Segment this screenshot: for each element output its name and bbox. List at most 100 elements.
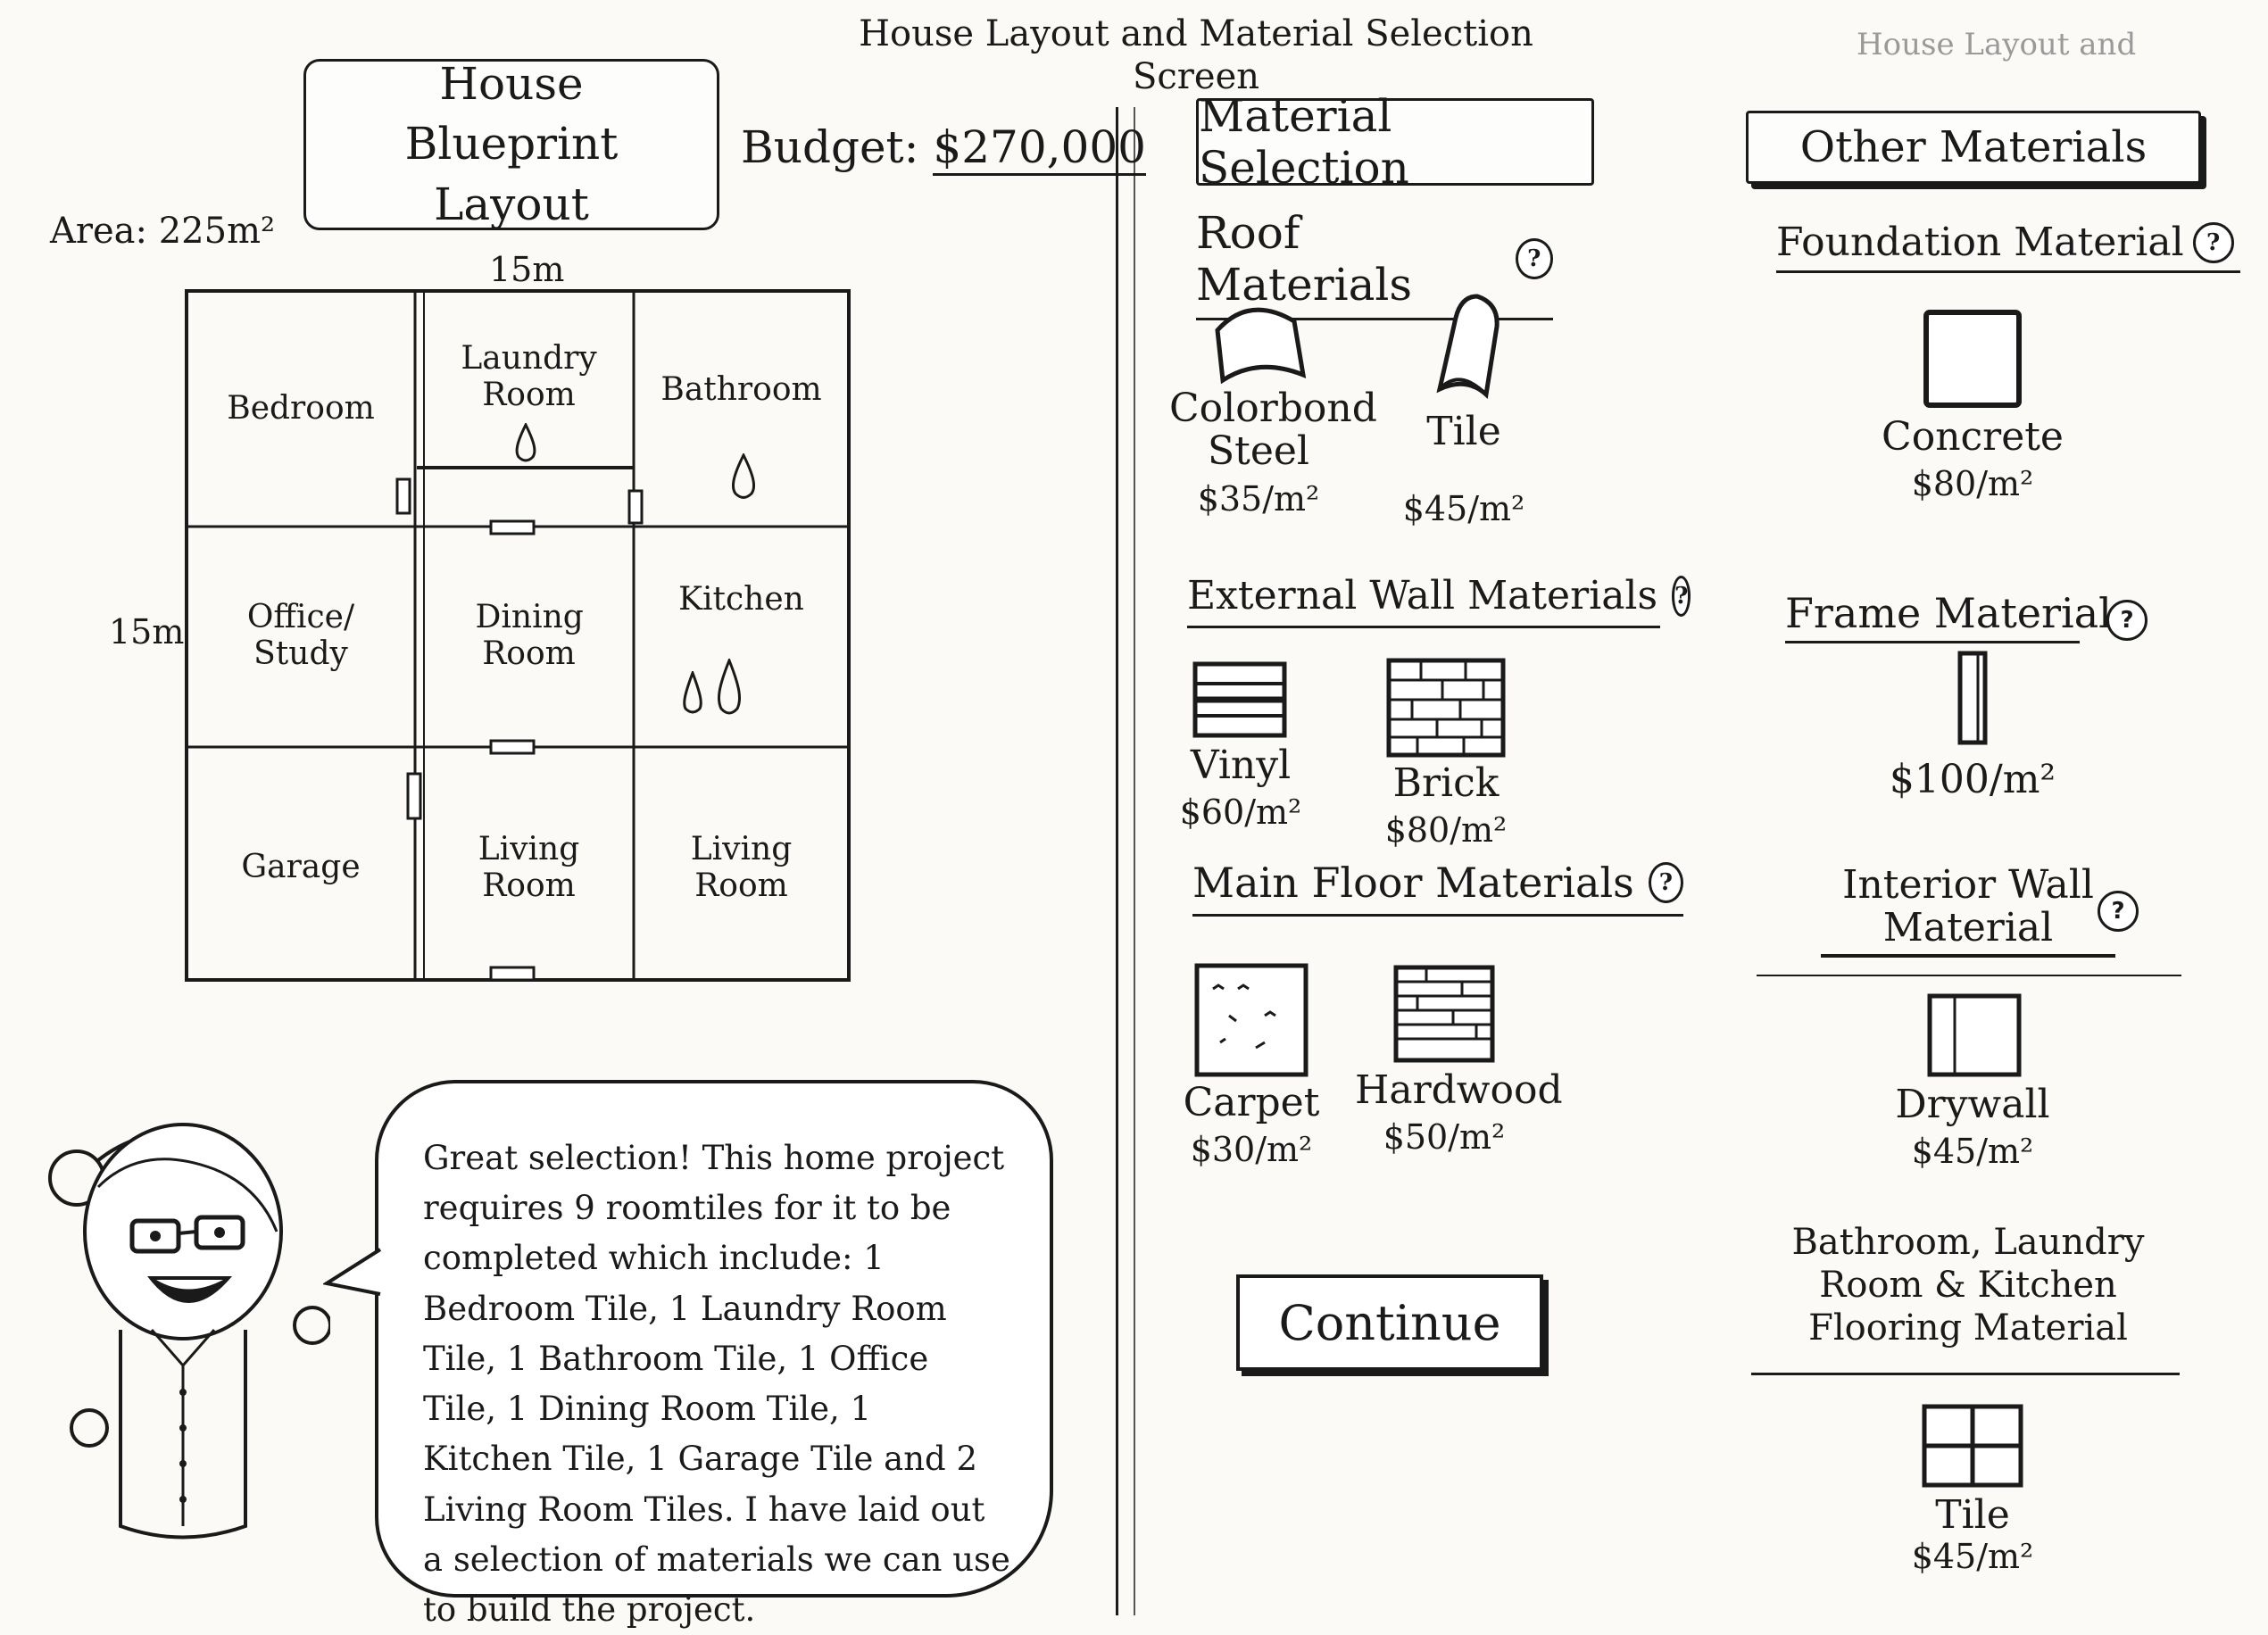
water-drop-icon xyxy=(683,671,702,714)
room-tile-garage[interactable]: Garage xyxy=(187,760,415,975)
option-price: $45/m² xyxy=(1911,1537,2034,1577)
option-label: Drywall xyxy=(1895,1082,2050,1127)
panel-divider-right xyxy=(1134,107,1135,1615)
wall-option-brick[interactable]: Brick $80/m² xyxy=(1375,657,1517,850)
room-tile-bathroom[interactable]: Bathroom xyxy=(634,341,849,439)
option-label: Vinyl xyxy=(1190,743,1292,788)
option-label: Colorbond Steel xyxy=(1169,386,1377,475)
floor-option-hardwood[interactable]: Hardwood $50/m² xyxy=(1355,962,1563,1158)
option-label: Brick xyxy=(1392,760,1500,806)
corner-note: House Layout and xyxy=(1857,27,2137,62)
option-label: Tile xyxy=(1935,1492,2010,1538)
assistant-speech-bubble: Great selection! This home project requi… xyxy=(375,1080,1053,1629)
blueprint-title-box: House Blueprint Layout xyxy=(303,58,719,230)
floor-tile-icon xyxy=(1922,1404,2023,1488)
interior-wall-option-drywall[interactable]: Drywall $45/m² xyxy=(1865,991,2080,1171)
option-label: Tile xyxy=(1426,409,1501,454)
help-icon[interactable]: ? xyxy=(2106,600,2148,641)
option-label: Concrete xyxy=(1882,414,2064,460)
external-wall-section-title: External Wall Materials ? xyxy=(1187,573,1691,628)
wall-option-vinyl[interactable]: Vinyl $60/m² xyxy=(1178,660,1303,832)
room-label: Garage xyxy=(241,849,361,886)
room-tile-bedroom[interactable]: Bedroom xyxy=(187,291,415,527)
speech-bubble-tail xyxy=(323,1248,382,1296)
option-label: Hardwood xyxy=(1355,1067,1563,1113)
room-label: Living Room xyxy=(478,830,580,904)
room-tile-laundry[interactable]: Laundry Room xyxy=(424,323,634,430)
frame-option[interactable]: $100/m² xyxy=(1883,650,2062,802)
option-label: Carpet xyxy=(1183,1080,1320,1125)
option-price: $45/m² xyxy=(1402,489,1525,529)
help-icon[interactable]: ? xyxy=(2098,891,2139,932)
room-label: Kitchen xyxy=(678,581,804,618)
panel-divider xyxy=(1116,107,1118,1615)
frame-section-title: Frame Material xyxy=(1785,589,2112,643)
option-price: $80/m² xyxy=(1384,810,1508,851)
external-wall-title-text: External Wall Materials xyxy=(1187,573,1658,618)
other-materials-title-text: Other Materials xyxy=(1799,122,2148,172)
water-drop-icon xyxy=(515,423,536,462)
concrete-block-icon xyxy=(1923,310,2022,408)
timber-frame-icon xyxy=(1957,651,1988,745)
room-tile-kitchen[interactable]: Kitchen xyxy=(634,555,849,644)
water-drop-icon xyxy=(731,453,756,499)
roof-option-colorbond-steel[interactable]: Colorbond Steel $35/m² xyxy=(1169,295,1377,519)
main-floor-title-text: Main Floor Materials xyxy=(1192,859,1634,907)
option-price: $30/m² xyxy=(1190,1130,1313,1170)
drywall-icon xyxy=(1927,993,2022,1077)
width-dimension: 15m xyxy=(489,250,565,289)
floor-plan: Bedroom Laundry Room Bathroom Office/ St… xyxy=(183,287,852,983)
option-price: $45/m² xyxy=(1911,1132,2034,1172)
water-drop-icon xyxy=(717,659,742,715)
room-label: Bathroom xyxy=(660,371,822,409)
roof-title-text: Roof Materials xyxy=(1196,207,1413,311)
foundation-title-text: Foundation Material xyxy=(1776,220,2184,265)
foundation-section-title: Foundation Material ? xyxy=(1776,220,2240,273)
other-materials-title: Other Materials xyxy=(1746,111,2201,184)
frame-title-text: Frame Material xyxy=(1785,589,2112,637)
floor-plan-lines xyxy=(185,289,851,982)
roof-tile-icon xyxy=(1436,294,1500,399)
material-selection-title: Material Selection xyxy=(1196,90,1594,194)
blueprint-title: House Blueprint Layout xyxy=(404,57,619,230)
room-tile-living-1[interactable]: Living Room xyxy=(424,760,634,975)
carpet-icon xyxy=(1194,963,1308,1077)
wet-area-divider xyxy=(1751,1373,2180,1375)
budget: Budget: $270,000 xyxy=(741,121,1146,176)
room-tile-dining[interactable]: Dining Room xyxy=(424,555,634,716)
room-label: Living Room xyxy=(690,830,793,904)
help-icon[interactable]: ? xyxy=(1515,238,1553,279)
interior-wall-title-text: Interior Wall Material xyxy=(1842,862,2094,951)
option-price: $50/m² xyxy=(1383,1117,1506,1158)
help-icon[interactable]: ? xyxy=(2192,221,2234,263)
roof-section-title: Roof Materials ? xyxy=(1196,207,1553,320)
vinyl-siding-icon xyxy=(1192,661,1287,738)
help-icon[interactable]: ? xyxy=(1648,862,1683,903)
room-label: Dining Room xyxy=(475,598,584,672)
brick-wall-icon xyxy=(1386,658,1506,758)
foundation-option-concrete[interactable]: Concrete $80/m² xyxy=(1865,305,2080,503)
height-dimension: 15m xyxy=(109,612,185,652)
room-label: Office/ Study xyxy=(246,598,355,672)
room-label: Laundry Room xyxy=(461,339,597,413)
area-label: Area: 225m² xyxy=(50,211,276,252)
option-price: $60/m² xyxy=(1179,793,1302,833)
help-icon[interactable]: ? xyxy=(1672,575,1691,617)
interior-wall-section-title: Interior Wall Material xyxy=(1821,862,2115,958)
main-floor-section-title: Main Floor Materials ? xyxy=(1192,859,1683,917)
assistant-message: Great selection! This home project requi… xyxy=(423,1139,1010,1630)
budget-value: $270,000 xyxy=(933,121,1146,176)
hardwood-icon xyxy=(1393,965,1495,1063)
roof-option-tile[interactable]: Tile $45/m² xyxy=(1383,291,1544,528)
wet-area-option-tile[interactable]: Tile $45/m² xyxy=(1883,1401,2062,1576)
option-price: $80/m² xyxy=(1911,464,2034,504)
screen-title: House Layout and Material Selection Scre… xyxy=(859,13,1533,97)
continue-button[interactable]: Continue xyxy=(1236,1274,1543,1371)
option-price: $35/m² xyxy=(1197,478,1320,519)
room-tile-living-2[interactable]: Living Room xyxy=(634,760,849,975)
room-label: Bedroom xyxy=(227,390,375,427)
room-tile-office[interactable]: Office/ Study xyxy=(187,555,415,716)
steel-sheet-icon xyxy=(1215,307,1307,385)
floor-option-carpet[interactable]: Carpet $30/m² xyxy=(1180,962,1323,1169)
wet-area-section-title: Bathroom, Laundry Room & Kitchen Floorin… xyxy=(1791,1222,2145,1349)
